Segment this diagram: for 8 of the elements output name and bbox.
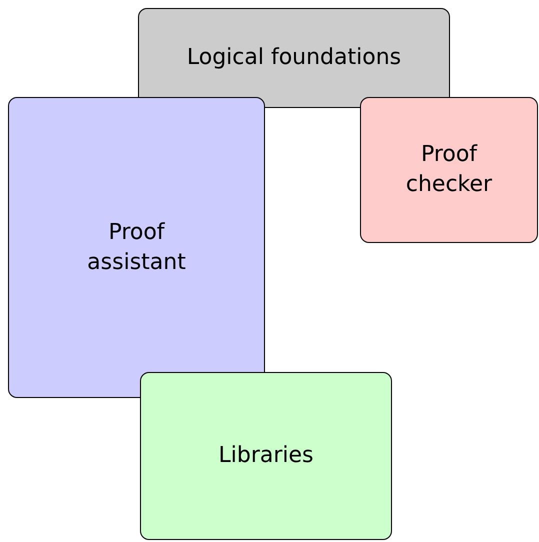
box-label: Proof assistant xyxy=(86,218,187,276)
rounded-box xyxy=(8,97,265,398)
box-label: Logical foundations xyxy=(186,44,402,72)
box-label: Proof checker xyxy=(404,141,494,199)
box-label: Libraries xyxy=(218,442,314,470)
rounded-box xyxy=(360,97,538,243)
rounded-box xyxy=(140,372,392,540)
rounded-box xyxy=(138,8,450,108)
